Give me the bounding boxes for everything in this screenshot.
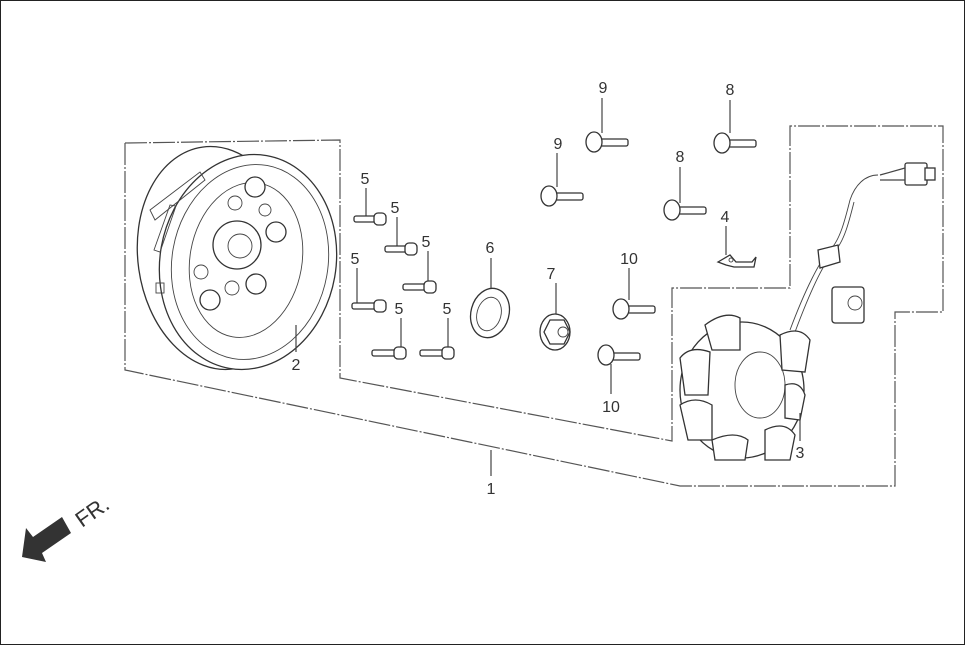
callout-5: 5 <box>443 301 452 318</box>
callout-4: 4 <box>721 209 730 226</box>
bolt-5d <box>351 268 387 313</box>
washer[interactable] <box>465 258 515 342</box>
callout-1: 1 <box>487 481 496 498</box>
front-direction-indicator: FR. <box>22 491 114 562</box>
callout-5: 5 <box>361 171 370 188</box>
bolt-5e <box>371 318 407 360</box>
callout-5: 5 <box>351 251 360 268</box>
callout-8: 8 <box>726 82 735 99</box>
bolt-5c <box>402 251 437 294</box>
front-arrow-icon <box>22 517 71 562</box>
assembly-outline <box>124 125 944 487</box>
bolt-5a <box>353 188 387 226</box>
callout-3: 3 <box>796 445 805 462</box>
callout-5: 5 <box>422 234 431 251</box>
callout-10: 10 <box>620 251 638 268</box>
callout-7: 7 <box>547 266 556 283</box>
callout-labels: 1 2 3 4 5 5 5 5 5 5 6 7 8 8 9 9 10 10 <box>292 80 805 498</box>
callout-5: 5 <box>395 301 404 318</box>
front-label: FR. <box>71 491 114 532</box>
bolt-5b <box>384 217 418 256</box>
callout-9: 9 <box>554 136 563 153</box>
flywheel-rotor[interactable] <box>123 136 353 384</box>
callout-9: 9 <box>599 80 608 97</box>
callout-10: 10 <box>602 399 620 416</box>
callout-5: 5 <box>391 200 400 217</box>
callout-8: 8 <box>676 149 685 166</box>
flange-bolts-10[interactable] <box>597 268 656 394</box>
callout-6: 6 <box>486 240 495 257</box>
wire-clamp[interactable] <box>716 226 757 268</box>
flange-nut[interactable] <box>539 283 571 351</box>
socket-bolts[interactable] <box>351 188 455 360</box>
stator-coil-with-harness[interactable] <box>679 162 936 461</box>
callout-2: 2 <box>292 357 301 374</box>
bolt-5f <box>419 318 455 360</box>
flange-bolts-8[interactable] <box>663 100 757 221</box>
flange-bolts-9[interactable] <box>540 98 629 207</box>
